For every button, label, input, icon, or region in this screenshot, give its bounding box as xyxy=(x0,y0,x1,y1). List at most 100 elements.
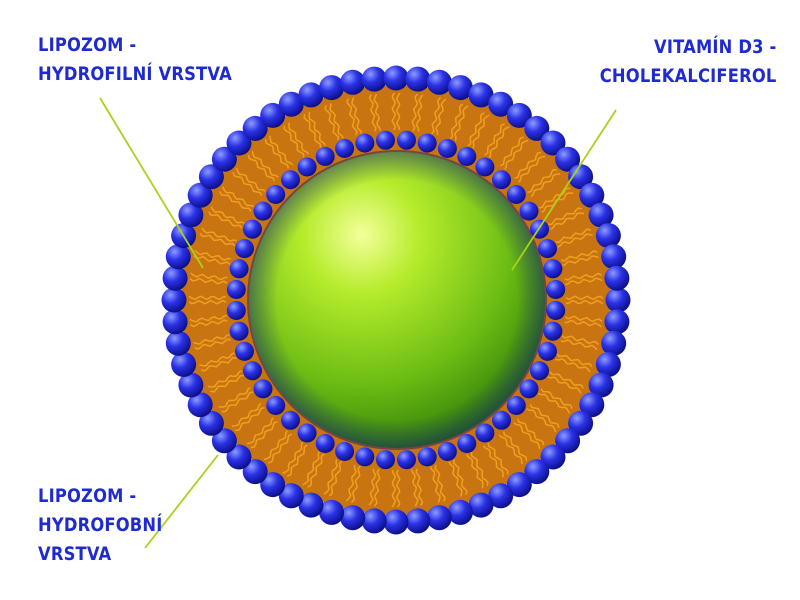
lipid-tail xyxy=(303,114,322,148)
lipid-tail xyxy=(513,422,541,450)
lipid-tail xyxy=(201,227,237,242)
outer-head-group xyxy=(319,75,345,101)
pointer-lines xyxy=(99,97,617,549)
lipid-tail xyxy=(368,94,377,132)
lipid-tail xyxy=(415,468,424,506)
liposome xyxy=(161,65,631,535)
inner-head-group xyxy=(281,410,300,430)
lipid-tail xyxy=(555,228,592,244)
lipid-tail xyxy=(264,139,290,169)
lipid-tail xyxy=(283,125,305,158)
lipid-tail xyxy=(193,333,230,345)
lipid-tail xyxy=(189,277,228,285)
outer-head-group xyxy=(298,492,324,518)
lipid-tail xyxy=(411,93,419,132)
inner-head-group xyxy=(226,301,246,320)
outer-head-group xyxy=(426,505,452,531)
pointer-line-hydrophilic xyxy=(99,97,204,269)
lipid-tail xyxy=(190,319,228,328)
outer-head-group xyxy=(555,146,581,172)
outer-head-group xyxy=(198,164,224,190)
lipid-tail xyxy=(452,459,468,496)
inner-head-group xyxy=(397,130,416,150)
outer-head-group xyxy=(187,182,213,208)
outer-head-group xyxy=(161,287,187,313)
lipid-tail xyxy=(564,272,602,281)
inner-head-group xyxy=(376,130,395,150)
lipid-tail xyxy=(435,98,447,136)
lipid-tail xyxy=(561,250,598,262)
label-hydrophilic-line2: HYDROFILNÍ VRSTVA xyxy=(38,63,232,85)
inner-head-group xyxy=(417,133,437,153)
lipid-tail xyxy=(487,442,509,475)
inner-head-group xyxy=(243,361,262,381)
lipid-tail xyxy=(307,453,325,488)
outer-head-group xyxy=(405,66,431,92)
outer-head-group xyxy=(601,330,627,356)
lipid-tail xyxy=(193,254,231,265)
inner-head-group xyxy=(543,321,563,341)
lipid-tail xyxy=(368,468,377,506)
lipid-tail xyxy=(247,154,275,182)
outer-head-group xyxy=(260,472,286,498)
inner-head-group xyxy=(235,341,254,361)
outer-head-group xyxy=(383,65,409,91)
lipid-tail xyxy=(350,465,361,503)
outer-head-group xyxy=(165,244,191,270)
lipid-tail xyxy=(498,434,523,465)
lipid-tail xyxy=(199,232,236,247)
outer-head-group xyxy=(298,82,324,108)
outer-head-group xyxy=(260,102,286,128)
inner-head-group xyxy=(492,170,511,190)
lipid-tail xyxy=(429,466,441,503)
lipid-tail xyxy=(251,150,279,178)
lipid-tail xyxy=(472,114,490,149)
inner-head-group xyxy=(281,170,300,190)
outer-head-group xyxy=(405,508,431,534)
inner-head-group-layer xyxy=(226,130,566,470)
lipid-tail xyxy=(200,356,237,372)
lipid-tail xyxy=(323,459,338,495)
lipid-tail xyxy=(286,444,308,477)
outer-head-group xyxy=(468,492,494,518)
inner-head-group xyxy=(546,280,566,299)
outer-head-group xyxy=(242,459,268,485)
lipid-tail xyxy=(549,371,584,389)
lipid-tail xyxy=(189,314,227,323)
lipid-tail xyxy=(395,469,401,508)
outer-head-group xyxy=(226,444,252,470)
outer-head-group xyxy=(278,91,304,117)
lipid-tail xyxy=(470,452,489,486)
lipid-tail-layer xyxy=(188,92,604,508)
lipid-tail xyxy=(557,233,593,248)
lipid-tail xyxy=(537,392,570,414)
outer-head-group xyxy=(198,410,224,436)
outer-head-group xyxy=(211,146,237,172)
inner-head-group xyxy=(543,259,563,279)
inner-head-group xyxy=(397,450,416,470)
outer-head-group xyxy=(601,244,627,270)
label-hydrophilic-line1: LIPOZOM - xyxy=(38,34,137,56)
outer-head-group xyxy=(568,164,594,190)
lipid-tail xyxy=(504,139,529,170)
outer-head-group xyxy=(595,351,621,377)
outer-head-group xyxy=(579,182,605,208)
lipid-tail xyxy=(484,123,506,156)
inner-head-group xyxy=(376,450,395,470)
lipid-tail xyxy=(302,451,320,486)
lipid-tail xyxy=(351,97,363,134)
lipid-tail xyxy=(345,464,357,502)
outer-head-group xyxy=(506,102,532,128)
inner-head-group xyxy=(235,239,254,259)
outer-head-group xyxy=(165,330,191,356)
outer-head-group xyxy=(588,372,614,398)
inner-head-group xyxy=(475,423,495,443)
label-vitamin-line1: VITAMÍN D3 - xyxy=(653,36,776,58)
lipid-tail xyxy=(219,190,252,212)
outer-head-group xyxy=(361,508,387,534)
lipid-tail xyxy=(410,469,419,507)
outer-head-group xyxy=(226,130,252,156)
lipid-tail xyxy=(267,433,293,464)
label-hydrophilic-layer: LIPOZOM - HYDROFILNÍ VRSTVA xyxy=(38,31,232,89)
